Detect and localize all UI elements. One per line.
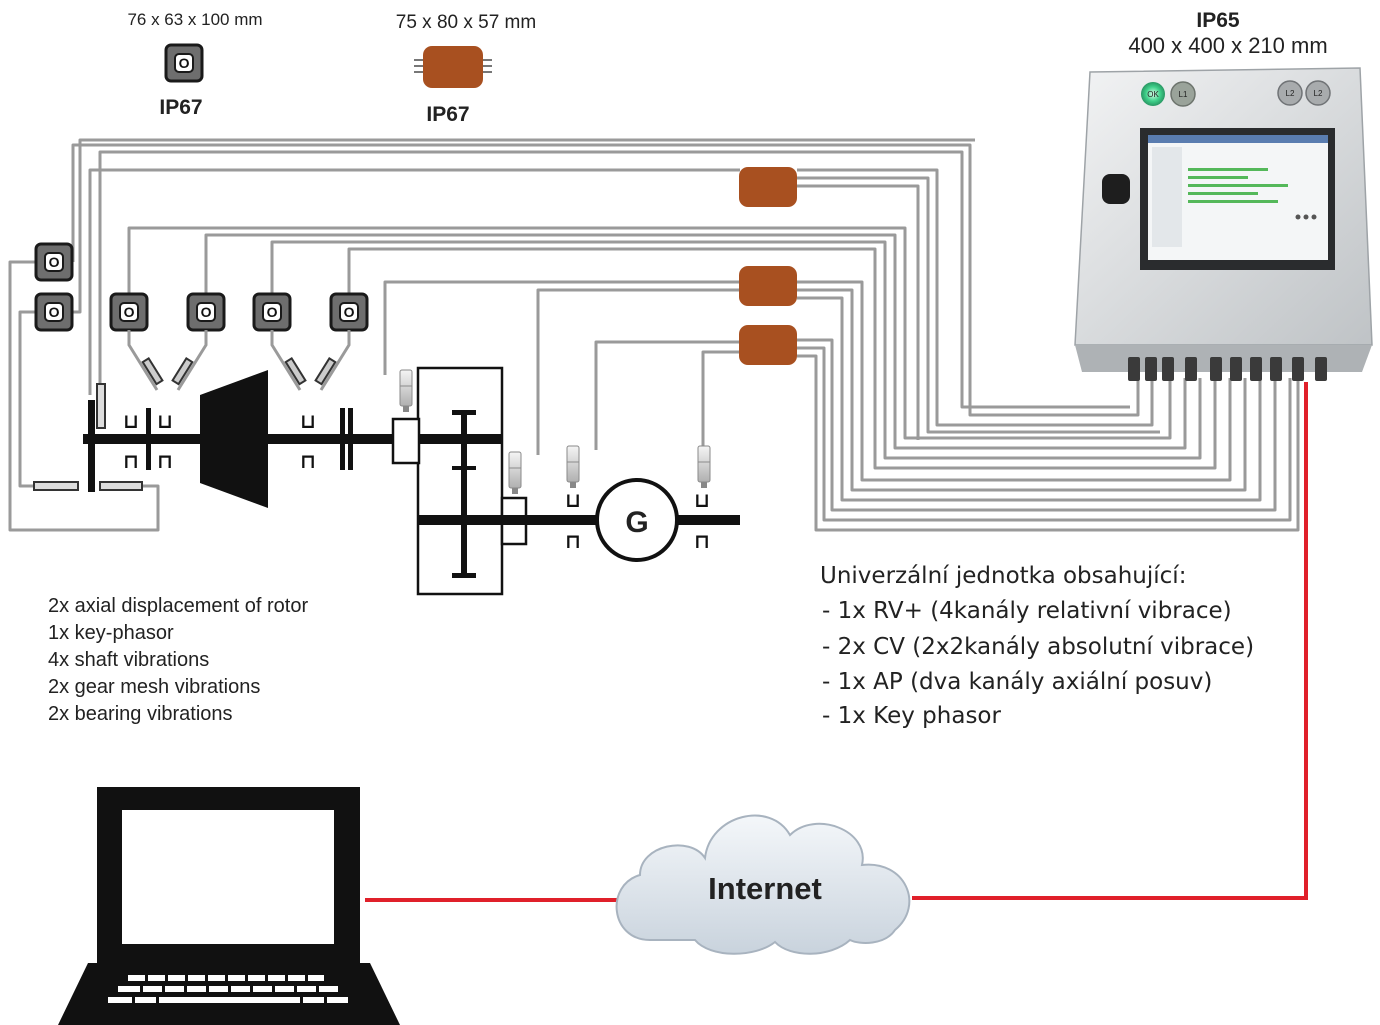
control-cabinet-icon: OK L1 L2 L2: [1074, 67, 1373, 381]
sensor-dimensions: 76 x 63 x 100 mm: [127, 10, 262, 29]
unit-item: - 2x CV (2x2kanály absolutní vibrace): [822, 634, 1254, 660]
legend-cabinet: IP65 400 x 400 x 210 mm: [1128, 9, 1327, 58]
amplifier-module-icon: [414, 46, 492, 88]
summary-line: 2x gear mesh vibrations: [48, 676, 260, 698]
laptop-icon: [58, 787, 400, 1025]
amplifier-dimensions: 75 x 80 x 57 mm: [396, 12, 536, 33]
axial-sensor-box-2: [34, 292, 74, 332]
axial-probe-1: [33, 481, 79, 491]
shaft-sensor-box-1: [109, 292, 149, 332]
amplifier-2: [739, 266, 797, 306]
sensor-summary: 2x axial displacement of rotor 1x key-ph…: [48, 595, 308, 725]
svg-text:⊔: ⊔: [157, 409, 173, 433]
cabinet-dimensions: 400 x 400 x 210 mm: [1128, 33, 1327, 58]
shaft-sensor-box-4: [329, 292, 369, 332]
ok-led: [1141, 82, 1165, 106]
l1-button: [1170, 81, 1196, 107]
sensor-cables: [8, 138, 1300, 532]
svg-text:⊓: ⊓: [157, 449, 173, 473]
unit-description: Univerzální jednotka obsahující: - 1x RV…: [820, 563, 1254, 729]
amplifier-3: [739, 325, 797, 365]
cabinet-lock-icon: [1102, 174, 1130, 204]
cabinet-rating: IP65: [1196, 9, 1240, 32]
machine-train: ⊔ ⊔ ⊔ ⊓ ⊓ ⊓ ⊔ ⊓ ⊔ ⊓ G: [33, 366, 740, 596]
amplifier-1: [739, 167, 797, 207]
shaft-probes: [127, 330, 351, 391]
unit-item: - 1x AP (dva kanály axiální posuv): [822, 669, 1212, 695]
generator-label: G: [625, 506, 648, 539]
svg-text:⊓: ⊓: [694, 529, 710, 553]
network-lines: [365, 382, 1308, 902]
unit-item: - 1x Key phasor: [822, 703, 1002, 729]
keyphasor-probe: [96, 383, 106, 429]
l2-button-b: [1305, 80, 1331, 106]
generator-icon: [595, 478, 679, 562]
svg-text:⊔: ⊔: [123, 409, 139, 433]
axial-probe-2: [99, 481, 143, 491]
summary-line: 1x key-phasor: [48, 622, 174, 644]
svg-text:⊔: ⊔: [565, 488, 581, 512]
summary-line: 2x axial displacement of rotor: [48, 595, 308, 617]
cloud-icon: Internet: [615, 814, 911, 955]
svg-text:L2: L2: [1314, 89, 1323, 98]
svg-text:⊓: ⊓: [565, 529, 581, 553]
l2-button-a: [1277, 80, 1303, 106]
summary-line: 2x bearing vibrations: [48, 703, 233, 725]
shaft-sensor-box-2: [186, 292, 226, 332]
shaft-sensor-box-3: [252, 292, 292, 332]
unit-item: - 1x RV+ (4kanály relativní vibrace): [822, 598, 1232, 624]
turbine-icon: [200, 370, 268, 508]
accelerometer-3: [566, 445, 580, 489]
amplifier-rating: IP67: [426, 103, 469, 126]
accelerometer-4: [697, 445, 711, 489]
proximity-sensors: [34, 242, 369, 332]
legend-sensor: 76 x 63 x 100 mm IP67: [127, 10, 262, 119]
legend-amplifier: 75 x 80 x 57 mm IP67: [396, 12, 536, 126]
svg-text:⊓: ⊓: [300, 449, 316, 473]
proximity-sensor-icon: [164, 43, 204, 83]
gearbox-housing: [416, 366, 504, 596]
shaft-probe-heads: [141, 357, 337, 386]
amplifier-modules: [739, 167, 797, 365]
svg-text:⊔: ⊔: [300, 409, 316, 433]
svg-text:L1: L1: [1179, 90, 1188, 99]
svg-text:⊓: ⊓: [123, 449, 139, 473]
summary-line: 4x shaft vibrations: [48, 649, 209, 671]
svg-text:OK: OK: [1147, 90, 1159, 99]
axial-sensor-box-1: [34, 242, 74, 282]
unit-heading: Univerzální jednotka obsahující:: [820, 563, 1186, 589]
accelerometer-1: [399, 369, 413, 413]
internet-label: Internet: [708, 871, 822, 906]
svg-text:⊔: ⊔: [694, 488, 710, 512]
sensor-rating: IP67: [159, 96, 202, 119]
svg-text:L2: L2: [1286, 89, 1295, 98]
accelerometer-2: [508, 451, 522, 495]
